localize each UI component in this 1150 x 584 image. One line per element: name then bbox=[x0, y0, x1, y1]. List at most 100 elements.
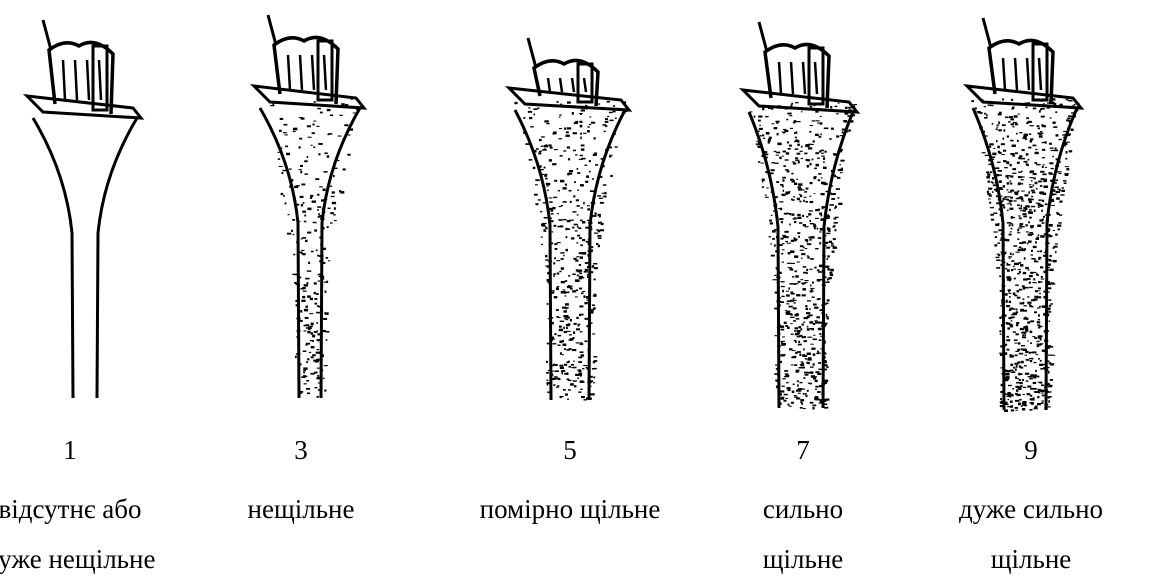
hair-mark bbox=[272, 104, 274, 106]
hair-mark bbox=[807, 326, 809, 328]
hair-mark bbox=[547, 343, 551, 345]
hair-mark bbox=[827, 215, 831, 217]
hair-mark bbox=[584, 165, 587, 166]
hair-mark bbox=[810, 291, 813, 292]
hair-mark bbox=[311, 346, 315, 348]
hair-mark bbox=[589, 386, 592, 387]
hair-mark bbox=[322, 208, 325, 209]
hair-mark bbox=[776, 386, 778, 389]
hair-mark bbox=[1015, 400, 1020, 402]
hair-mark bbox=[1049, 299, 1051, 301]
hair-mark bbox=[1030, 140, 1033, 142]
hair-mark bbox=[324, 153, 327, 155]
hair-mark bbox=[795, 148, 799, 150]
hair-mark bbox=[317, 339, 321, 341]
hair-mark bbox=[1003, 340, 1005, 342]
hair-mark bbox=[782, 179, 784, 182]
hair-mark bbox=[993, 184, 996, 186]
hair-mark bbox=[1042, 205, 1044, 207]
hair-mark bbox=[817, 108, 820, 110]
hair-mark bbox=[777, 226, 779, 228]
hair-mark bbox=[1023, 302, 1025, 305]
hair-mark bbox=[1038, 327, 1041, 329]
hair-mark bbox=[584, 341, 587, 343]
hair-mark bbox=[558, 190, 560, 191]
hair-mark bbox=[280, 118, 284, 120]
hair-mark bbox=[796, 121, 800, 122]
hair-mark bbox=[1074, 115, 1076, 117]
hair-mark bbox=[1011, 409, 1014, 411]
hair-mark bbox=[587, 382, 591, 384]
hair-mark bbox=[807, 257, 810, 259]
hair-mark bbox=[584, 271, 588, 273]
hair-mark bbox=[829, 241, 832, 243]
hair-mark bbox=[566, 135, 570, 137]
hair-mark bbox=[779, 157, 782, 159]
hair-mark bbox=[840, 135, 844, 136]
hair-mark bbox=[811, 289, 813, 291]
hair-mark bbox=[788, 389, 791, 391]
hair-mark bbox=[1037, 321, 1040, 323]
hair-mark bbox=[308, 262, 310, 264]
hair-mark bbox=[1002, 369, 1006, 371]
hair-mark bbox=[567, 399, 569, 400]
hair-mark bbox=[1048, 384, 1050, 386]
hair-mark bbox=[529, 159, 533, 161]
hair-mark bbox=[806, 395, 808, 397]
hair-mark bbox=[1049, 224, 1053, 227]
hair-mark bbox=[553, 197, 557, 198]
hair-mark bbox=[823, 369, 826, 370]
hair-mark bbox=[578, 391, 581, 393]
hair-mark bbox=[1065, 158, 1067, 160]
hair-mark bbox=[1031, 199, 1033, 201]
hair-mark bbox=[991, 219, 994, 221]
hair-mark bbox=[1017, 204, 1020, 206]
hair-mark bbox=[768, 141, 770, 143]
hair-mark bbox=[980, 99, 984, 101]
hair-mark bbox=[542, 225, 546, 226]
hair-mark bbox=[768, 173, 772, 174]
hair-mark bbox=[1002, 345, 1006, 347]
hair-mark bbox=[561, 267, 564, 270]
hair-mark bbox=[775, 229, 779, 230]
hair-mark bbox=[575, 260, 578, 262]
hair-mark bbox=[784, 400, 787, 402]
hair-mark bbox=[819, 402, 823, 403]
hair-mark bbox=[1011, 371, 1015, 373]
hair-mark bbox=[1028, 191, 1030, 194]
hair-mark bbox=[558, 317, 560, 318]
hair-mark bbox=[1025, 326, 1028, 327]
hair-mark bbox=[1041, 100, 1043, 102]
hair-mark bbox=[1007, 210, 1009, 211]
hair-mark bbox=[548, 318, 551, 319]
hair-mark bbox=[574, 323, 577, 325]
hair-mark bbox=[778, 304, 781, 306]
hair-mark bbox=[794, 141, 798, 142]
hair-mark bbox=[1001, 401, 1005, 402]
hair-mark bbox=[584, 302, 587, 304]
hair-mark bbox=[580, 220, 583, 222]
hair-mark bbox=[580, 351, 584, 353]
hair-mark bbox=[1047, 106, 1051, 109]
hair-mark bbox=[609, 112, 613, 113]
hair-mark bbox=[305, 240, 308, 242]
hair-mark bbox=[794, 239, 797, 242]
hair-mark bbox=[1005, 293, 1008, 296]
hair-mark bbox=[1021, 248, 1023, 250]
hair-mark bbox=[589, 124, 591, 125]
hair-mark bbox=[564, 331, 567, 333]
hair-mark bbox=[1038, 128, 1040, 130]
hair-mark bbox=[308, 295, 311, 298]
hair-mark bbox=[1009, 164, 1011, 166]
hair-mark bbox=[576, 199, 579, 201]
hair-mark bbox=[573, 380, 577, 381]
hair-mark bbox=[1037, 251, 1039, 252]
hair-mark bbox=[830, 204, 834, 206]
hair-mark bbox=[1003, 138, 1005, 140]
hair-mark bbox=[768, 108, 771, 110]
hair-mark bbox=[999, 174, 1002, 176]
hair-mark bbox=[801, 363, 804, 365]
hair-mark bbox=[591, 246, 593, 248]
hair-mark bbox=[563, 389, 566, 391]
hair-mark bbox=[1053, 122, 1056, 124]
